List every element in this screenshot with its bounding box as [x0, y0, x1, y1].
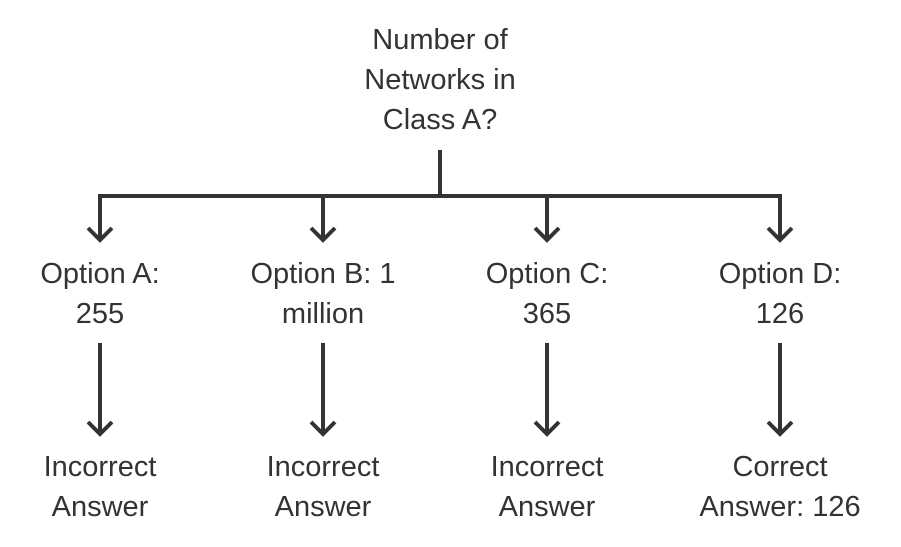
arrowhead-option-b	[309, 226, 337, 243]
option-d-line-2: 126	[755, 298, 805, 330]
option-d-node: Option D: 126	[690, 254, 870, 334]
arrowhead-option-d	[766, 226, 794, 243]
option-a-node: Option A: 255	[10, 254, 190, 334]
result-b-line-2: Answer	[274, 491, 372, 523]
question-line-3: Class A?	[382, 104, 498, 136]
result-c-node: Incorrect Answer	[457, 447, 637, 527]
option-d-line-1: Option D:	[718, 258, 842, 290]
arrowhead-result-b	[309, 420, 337, 437]
result-a-node: Incorrect Answer	[10, 447, 190, 527]
arrowhead-option-a	[86, 226, 114, 243]
arrowhead-result-c	[533, 420, 561, 437]
question-node: Number of Networks in Class A?	[300, 20, 580, 140]
option-b-line-2: million	[281, 298, 365, 330]
option-c-line-1: Option C:	[485, 258, 609, 290]
option-b-line-1: Option B: 1	[250, 258, 396, 290]
option-c-line-2: 365	[522, 298, 572, 330]
result-c-line-1: Incorrect	[490, 451, 604, 483]
question-line-2: Networks in	[364, 64, 516, 96]
arrowhead-result-d	[766, 420, 794, 437]
result-d-line-2: Answer: 126	[699, 491, 861, 523]
option-a-line-2: 255	[75, 298, 125, 330]
arrowhead-option-c	[533, 226, 561, 243]
question-line-1: Number of	[372, 24, 508, 56]
arrowhead-result-a	[86, 420, 114, 437]
result-a-line-2: Answer	[51, 491, 149, 523]
result-c-line-2: Answer	[498, 491, 596, 523]
result-d-node: Correct Answer: 126	[670, 447, 890, 527]
result-b-line-1: Incorrect	[266, 451, 380, 483]
option-a-line-1: Option A:	[40, 258, 160, 290]
option-c-node: Option C: 365	[457, 254, 637, 334]
option-b-node: Option B: 1 million	[223, 254, 423, 334]
result-b-node: Incorrect Answer	[223, 447, 423, 527]
result-d-line-1: Correct	[732, 451, 828, 483]
result-a-line-1: Incorrect	[43, 451, 157, 483]
